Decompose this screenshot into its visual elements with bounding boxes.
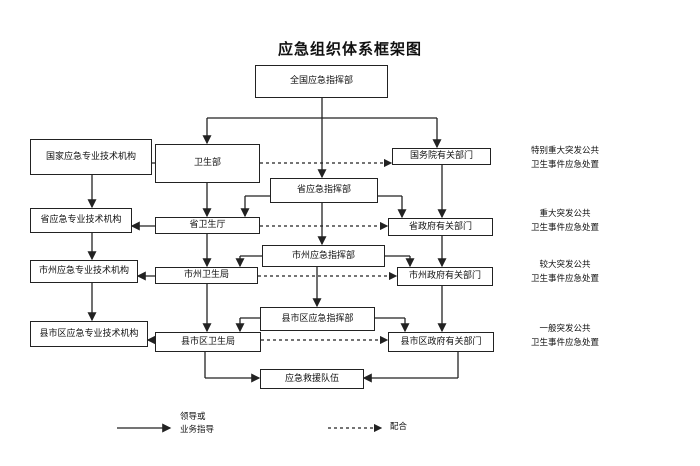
national-tech-box: 国家应急专业技术机构 xyxy=(30,139,152,175)
county-tech-box: 县市区应急专业技术机构 xyxy=(30,321,148,347)
provincial-tech-box: 省应急专业技术机构 xyxy=(30,208,132,233)
provincial-health-box: 省卫生厅 xyxy=(155,217,260,234)
legend-solid-line2: 业务指导 xyxy=(180,425,215,435)
diagram-title: 应急组织体系框架图 xyxy=(277,40,422,58)
health-ministry-box: 卫生部 xyxy=(155,144,260,183)
city-command-box: 市州应急指挥部 xyxy=(262,245,385,267)
level3-note: 较大突发公共 卫生事件应急处置 xyxy=(505,258,625,286)
level4-note: 一般突发公共 卫生事件应急处置 xyxy=(505,322,625,350)
level2-note-line2: 卫生事件应急处置 xyxy=(530,223,599,233)
county-health-box: 县市区卫生局 xyxy=(155,332,261,352)
city-health-box: 市州卫生局 xyxy=(155,267,258,284)
level1-note-line1: 特别重大突发公共 xyxy=(530,146,599,156)
county-gov-depts-box: 县市区政府有关部门 xyxy=(388,332,494,352)
level4-note-line2: 卫生事件应急处置 xyxy=(530,338,599,348)
legend-dashed-label: 配合 xyxy=(390,422,408,432)
provincial-command-box: 省应急指挥部 xyxy=(270,178,378,203)
level2-note: 重大突发公共 卫生事件应急处置 xyxy=(505,207,625,235)
provincial-gov-depts-box: 省政府有关部门 xyxy=(388,218,493,236)
emergency-team-box: 应急救援队伍 xyxy=(260,369,364,389)
legend-solid-label: 领导或 业务指导 xyxy=(180,411,214,437)
level3-note-line1: 较大突发公共 xyxy=(539,260,591,270)
level3-note-line2: 卫生事件应急处置 xyxy=(530,274,599,284)
level1-note-line2: 卫生事件应急处置 xyxy=(530,160,599,170)
state-council-depts-box: 国务院有关部门 xyxy=(392,148,491,165)
city-gov-depts-box: 市州政府有关部门 xyxy=(397,267,493,286)
legend-solid-line1: 领导或 xyxy=(180,412,206,422)
level2-note-line1: 重大突发公共 xyxy=(539,209,591,219)
level4-note-line1: 一般突发公共 xyxy=(539,324,591,334)
national-command-box: 全国应急指挥部 xyxy=(255,65,388,98)
county-command-box: 县市区应急指挥部 xyxy=(260,307,375,331)
level1-note: 特别重大突发公共 卫生事件应急处置 xyxy=(505,144,625,172)
city-tech-box: 市州应急专业技术机构 xyxy=(30,260,138,283)
